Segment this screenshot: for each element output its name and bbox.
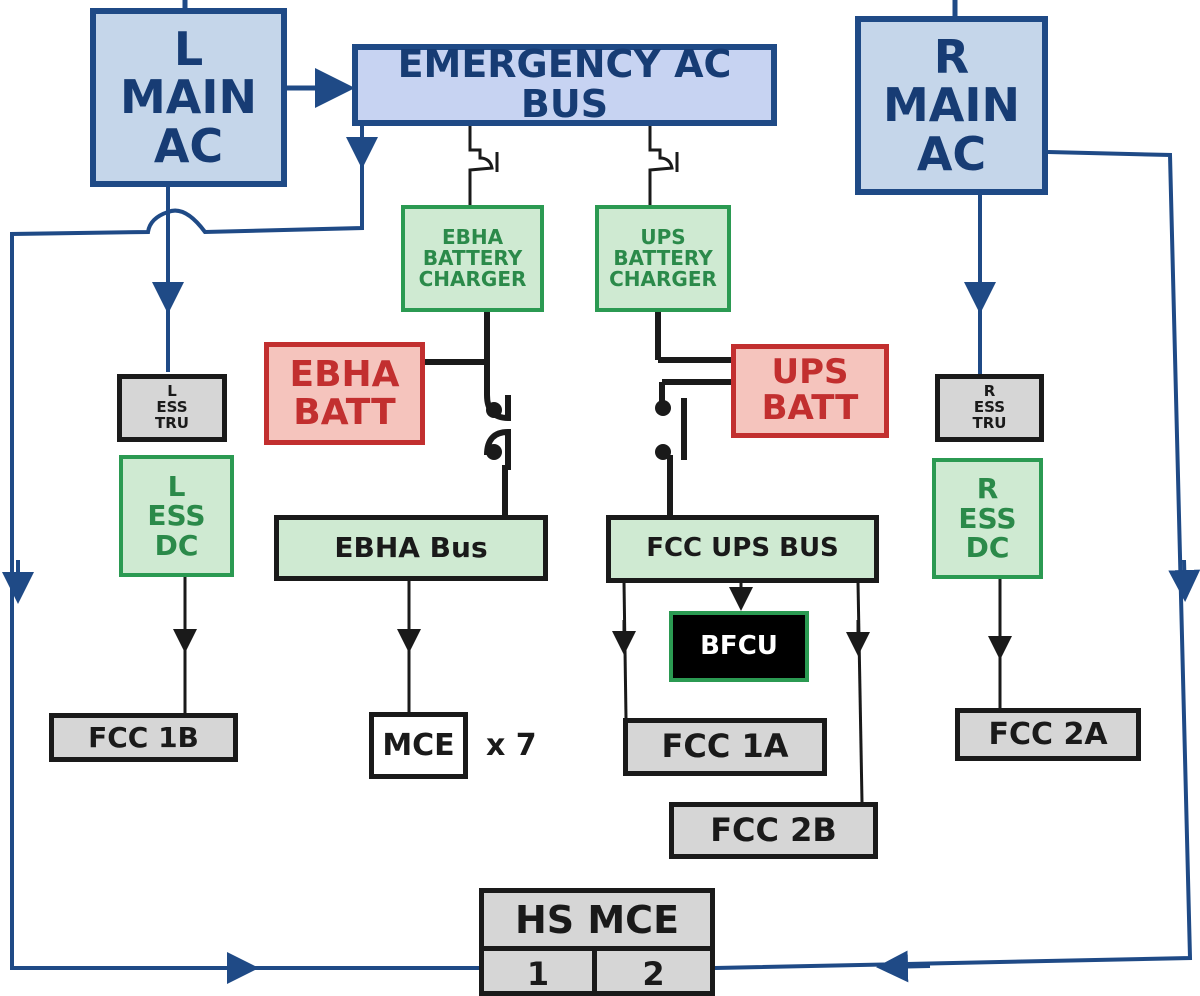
fcc-2b-box: FCC 2B [669,802,878,859]
ebha-breaker [468,125,494,205]
ups-battery-charger-box: UPS BATTERY CHARGER [595,205,731,312]
fcc-1b-box: FCC 1B [49,713,238,762]
upsbus-to-fcc2b-line [856,581,864,803]
fcc-ups-bus-box: FCC UPS BUS [606,515,879,583]
fcc-2a-box: FCC 2A [955,708,1141,761]
right-loop-arrow [1168,559,1200,602]
ups-contactor-dot1 [655,400,671,416]
r-main-ac-box: R MAIN AC [855,16,1048,195]
ups-breaker [648,125,674,205]
ups-batt-box: UPS BATT [731,344,889,438]
mce-multiplier-label: x 7 [486,728,537,763]
bfcu-box: BFCU [669,611,809,682]
hs-mce-cell-2: 2 [642,954,665,993]
ebha-contactor-dot1 [486,402,502,418]
fcc-1a-box: FCC 1A [623,718,827,776]
hs-mce-cell-1: 1 [484,951,597,996]
r-ess-dc-box: R ESS DC [932,458,1043,579]
l-ess-dc-box: L ESS DC [119,455,234,577]
ebha-contactor-dot2 [486,444,502,460]
hs-mce-title: HS MCE [484,893,710,951]
right-to-hs-arrow [876,950,931,983]
mce-box: MCE [369,712,468,779]
hs-mce-box: HS MCE 1 2 [479,888,715,996]
emergency-ac-bus-box: EMERGENCY AC BUS [352,44,777,126]
ebha-bus-box: EBHA Bus [274,515,548,581]
l-main-ac-box: L MAIN AC [90,8,287,187]
r-ess-tru-box: R ESS TRU [935,374,1044,442]
l-ess-tru-box: L ESS TRU [117,374,227,442]
ebha-battery-charger-box: EBHA BATTERY CHARGER [401,205,544,312]
rmain-to-right-loop-line [714,150,1193,970]
ebha-batt-box: EBHA BATT [264,342,425,445]
